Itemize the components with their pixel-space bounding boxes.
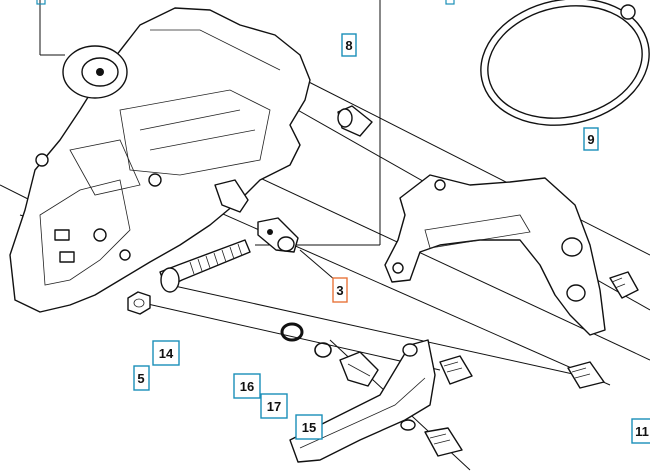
callout-9: 9 [583, 127, 599, 151]
adjuster-part [257, 217, 299, 253]
svg-text:11: 11 [635, 424, 649, 439]
callout-3: 3 [332, 277, 348, 303]
svg-text:3: 3 [336, 283, 343, 298]
bushing-part [337, 105, 373, 137]
guard-bracket-part [384, 174, 606, 336]
callout-14: 14 [152, 340, 180, 366]
svg-text:8: 8 [345, 38, 352, 53]
clutch-cover-housing [9, 7, 311, 313]
top-edge-marks [36, 0, 455, 5]
bolt-part [159, 239, 251, 293]
callout-8: 8 [341, 33, 357, 57]
callout-16: 16 [233, 373, 261, 399]
nut-part [127, 291, 151, 315]
svg-text:5: 5 [137, 371, 144, 386]
belt-part [480, 0, 650, 126]
svg-text:17: 17 [267, 399, 281, 414]
svg-text:16: 16 [240, 379, 254, 394]
svg-text:9: 9 [587, 132, 594, 147]
callout-17: 17 [260, 393, 288, 419]
screw-parts [424, 271, 639, 457]
callout-5: 5 [133, 365, 150, 391]
small-parts [280, 322, 379, 387]
svg-text:14: 14 [159, 346, 174, 361]
callout-11: 11 [631, 418, 650, 444]
svg-text:15: 15 [302, 420, 316, 435]
callout-15: 15 [295, 414, 323, 440]
cover-plate-part [289, 339, 436, 463]
